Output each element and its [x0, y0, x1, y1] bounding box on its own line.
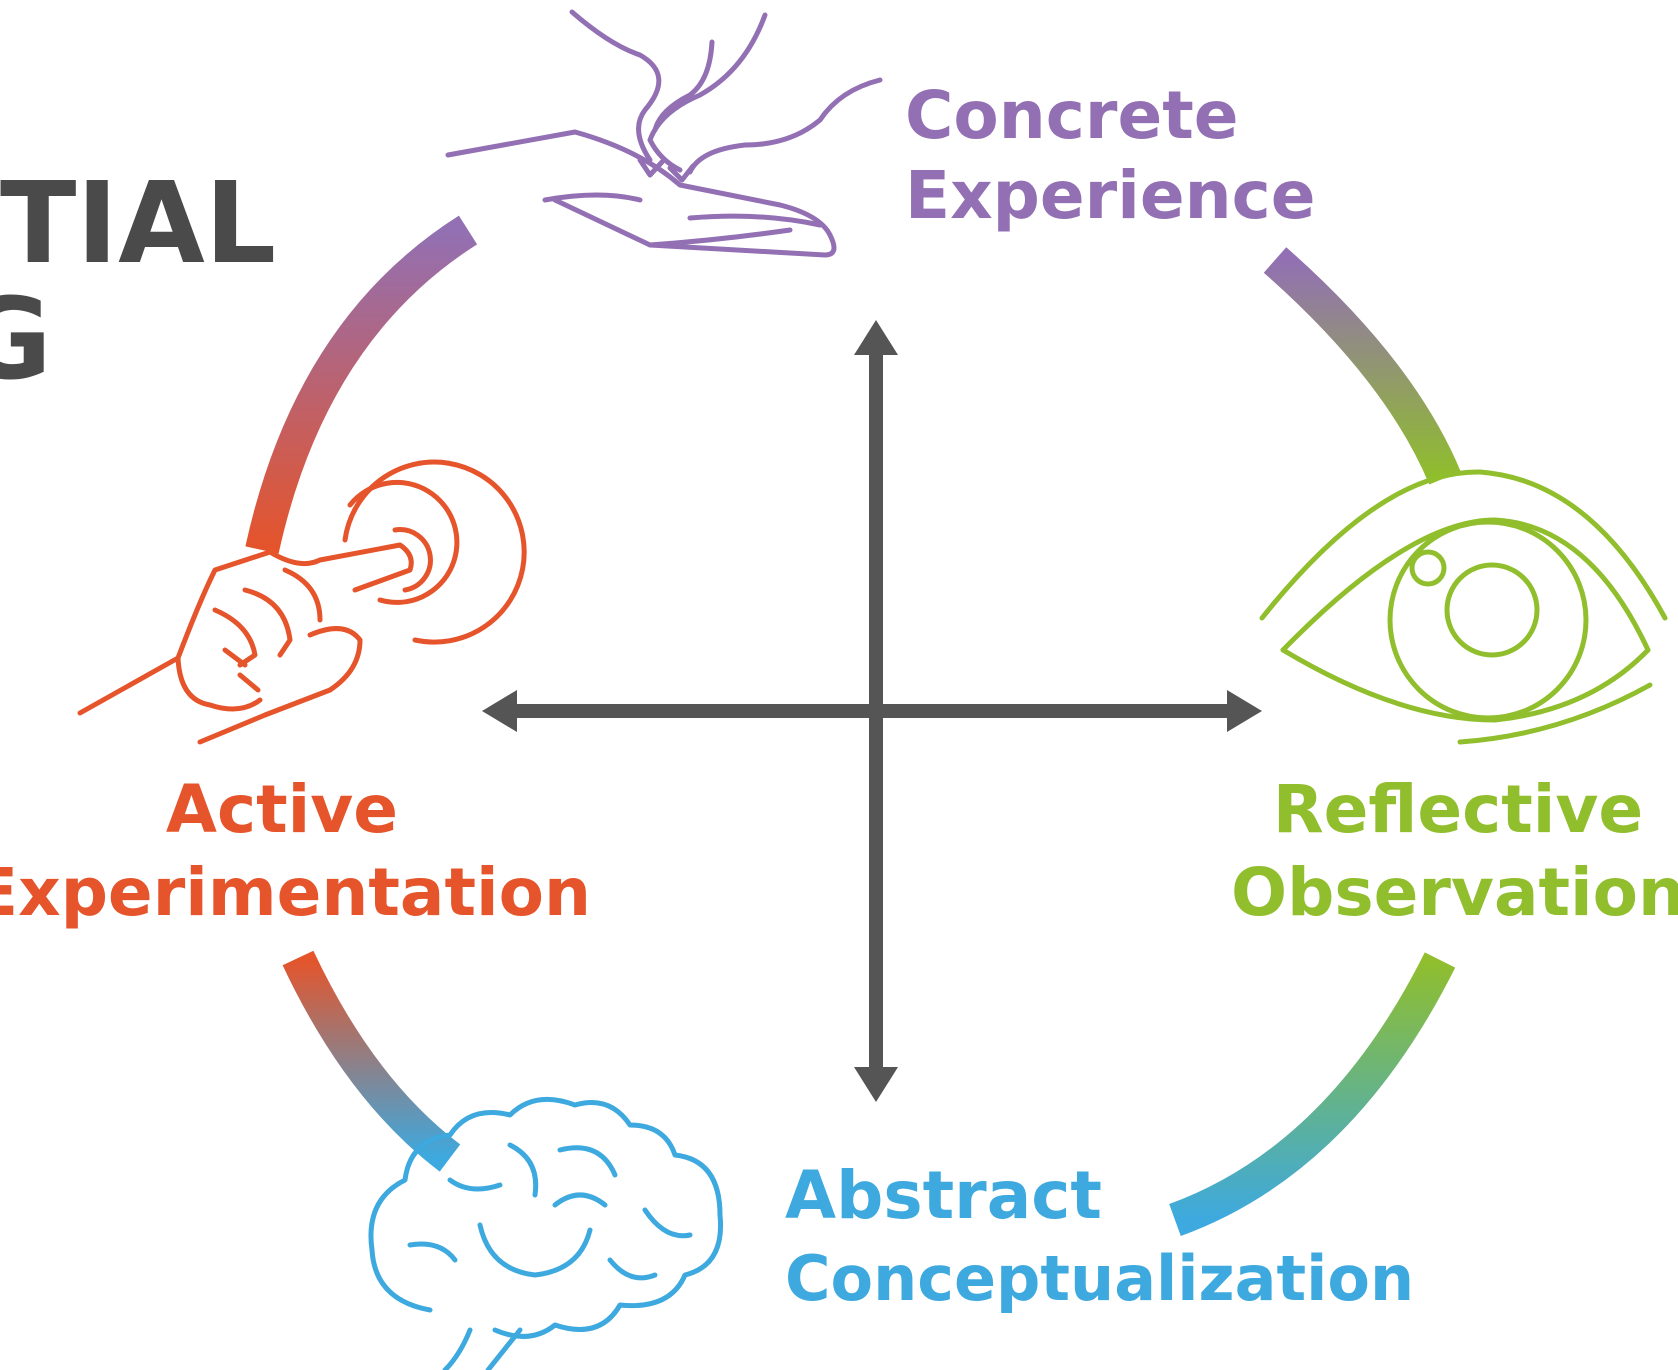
abstract-conceptualization-label-line2: Conceptualization	[785, 1242, 1414, 1315]
active-experimentation-label-line1: Active	[166, 771, 398, 848]
eye-icon	[1259, 469, 1668, 745]
horizontal-axis-right-arrowhead	[1227, 690, 1262, 732]
reflective-observation-label-line1: Reflective	[1273, 771, 1643, 848]
concrete-experience-label-line1: Concrete	[905, 77, 1239, 154]
cycle-arc-concrete-to-active	[245, 215, 478, 554]
cycle-arc-active-to-abstract	[282, 950, 461, 1172]
title-line1: TIAL	[0, 159, 276, 289]
title-line2: G	[0, 275, 52, 405]
abstract-conceptualization-label-line1: Abstract	[785, 1157, 1102, 1234]
horizontal-axis-left-arrowhead	[482, 690, 517, 732]
hand-receiving-icon	[445, 9, 883, 258]
brain-icon	[368, 1096, 724, 1370]
active-experimentation-label-line2: Experimentation	[0, 854, 591, 931]
finger-press-target-icon	[77, 459, 527, 745]
concrete-experience-label-line2: Experience	[905, 157, 1315, 234]
vertical-axis-bottom-arrowhead	[854, 1067, 898, 1102]
reflective-observation-label-line2: Observation	[1231, 854, 1678, 931]
axes	[482, 320, 1262, 1102]
vertical-axis-top-arrowhead	[854, 320, 898, 355]
cycle-arc-reflective-to-abstract	[1169, 952, 1456, 1236]
cycle-arc-concrete-to-reflective	[1263, 247, 1461, 485]
